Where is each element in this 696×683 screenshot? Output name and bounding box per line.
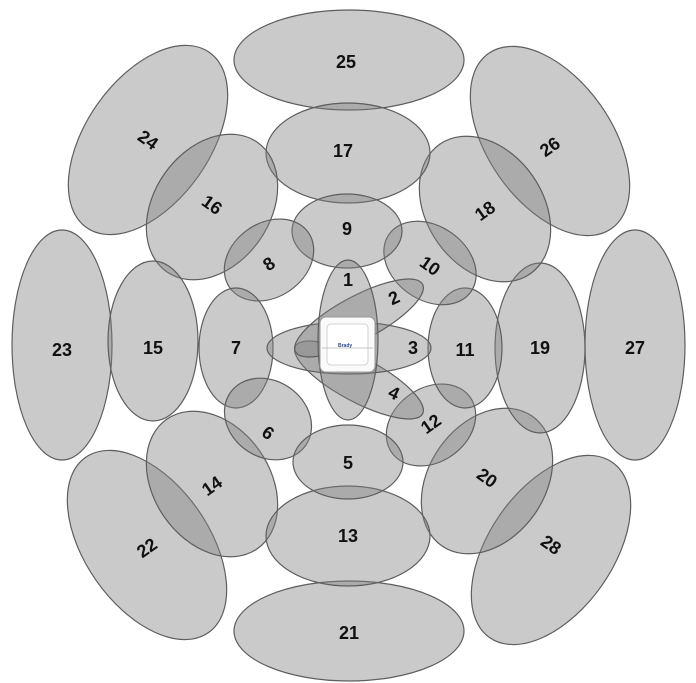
- zone-25-label: 25: [336, 52, 356, 72]
- device-logo-text: Brady: [338, 343, 352, 349]
- zone-3-label: 3: [408, 338, 418, 358]
- zone-1-label: 1: [343, 270, 353, 290]
- zone-21-label: 21: [339, 623, 359, 643]
- zone-13-label: 13: [338, 526, 358, 546]
- zone-11-label: 11: [455, 340, 474, 360]
- zone-7-label: 7: [231, 338, 241, 358]
- zone-9-label: 9: [342, 219, 352, 239]
- zone-23-label: 23: [52, 340, 72, 360]
- zone-15-label: 15: [143, 338, 163, 358]
- zone-5-label: 5: [343, 453, 353, 473]
- zone-27-label: 27: [625, 338, 645, 358]
- zone-17-label: 17: [333, 141, 353, 161]
- center-device: Brady: [320, 317, 375, 372]
- zone-19-label: 19: [530, 338, 550, 358]
